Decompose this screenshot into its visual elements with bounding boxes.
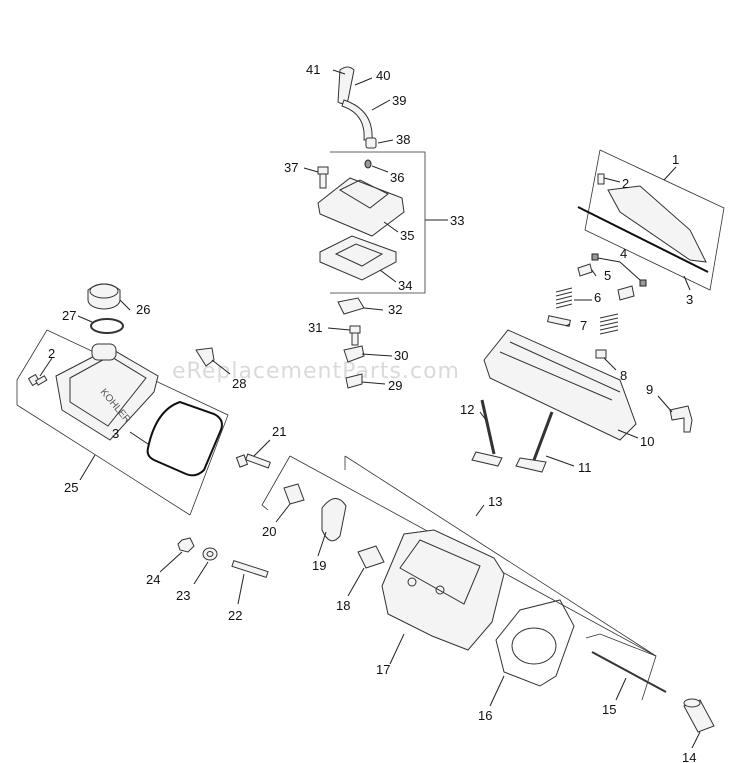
part-cover-bolt-right <box>597 173 621 185</box>
part-nut <box>159 537 195 573</box>
callout-15: 15 <box>602 702 616 717</box>
callout-31: 31 <box>308 320 322 335</box>
callout-1: 1 <box>672 152 679 167</box>
callout-34: 34 <box>398 278 412 293</box>
callout-23: 23 <box>176 588 190 603</box>
part-oil-fill-cap <box>77 283 131 334</box>
callout-27: 27 <box>62 308 76 323</box>
callout-2-right: 2 <box>622 176 629 191</box>
callout-14: 14 <box>682 750 696 763</box>
callout-6: 6 <box>594 290 601 305</box>
callout-16: 16 <box>478 708 492 723</box>
callout-29: 29 <box>388 378 402 393</box>
callout-5: 5 <box>604 268 611 283</box>
part-valve-cover: KOHLER <box>55 343 159 441</box>
callout-4: 4 <box>620 246 627 261</box>
part-lifting-bracket <box>657 395 693 433</box>
part-valve-caps <box>595 349 617 371</box>
callout-21: 21 <box>272 424 286 439</box>
callout-19: 19 <box>312 558 326 573</box>
valve-cover-right-bracket <box>584 149 725 291</box>
callout-25: 25 <box>64 480 78 495</box>
callout-39: 39 <box>392 93 406 108</box>
callout-41: 41 <box>306 62 320 77</box>
callout-26: 26 <box>136 302 150 317</box>
part-valve-seal <box>547 315 571 327</box>
callout-37: 37 <box>284 160 298 175</box>
leader-3-right <box>683 275 691 291</box>
part-valve-cover-right <box>577 185 709 273</box>
callout-13: 13 <box>488 494 502 509</box>
callout-30: 30 <box>394 348 408 363</box>
part-head-gasket <box>489 599 575 707</box>
part-plug <box>364 159 389 173</box>
callout-8: 8 <box>620 368 627 383</box>
part-valve-keepers <box>577 253 647 301</box>
callout-12: 12 <box>460 402 474 417</box>
breather-assembly-bracket <box>330 151 448 294</box>
part-head-bolt <box>235 439 271 469</box>
part-reed-screw <box>327 325 361 346</box>
watermark-text: eReplacementParts.com <box>172 359 460 384</box>
callout-10: 10 <box>640 434 654 449</box>
part-cover-bolt-left <box>27 357 53 387</box>
callout-3-right: 3 <box>686 292 693 307</box>
callout-7: 7 <box>580 318 587 333</box>
callout-35: 35 <box>400 228 414 243</box>
callout-18: 18 <box>336 598 350 613</box>
part-stud <box>231 559 269 605</box>
callout-33: 33 <box>450 213 464 228</box>
callout-28: 28 <box>232 376 246 391</box>
callout-38: 38 <box>396 132 410 147</box>
part-clip <box>195 347 231 375</box>
part-valve-springs <box>555 287 619 335</box>
callout-32: 32 <box>388 302 402 317</box>
part-breather-plate <box>319 235 397 283</box>
callout-17: 17 <box>376 662 390 677</box>
callout-9: 9 <box>646 382 653 397</box>
part-washer <box>193 547 218 585</box>
callout-22: 22 <box>228 608 242 623</box>
callout-11: 11 <box>578 460 592 475</box>
part-push-rod-guide <box>347 545 385 597</box>
part-retainers <box>343 345 393 389</box>
callout-20: 20 <box>262 524 276 539</box>
part-rocker-arm <box>317 498 347 557</box>
part-grommet <box>365 137 394 149</box>
part-valve-cover-gasket-left <box>129 400 223 477</box>
callout-2-left: 2 <box>48 346 55 361</box>
callout-labels: 1 2 2 3 3 4 5 6 7 8 9 10 11 12 13 14 15 … <box>48 62 696 763</box>
part-breather-hose <box>332 66 391 141</box>
callout-24: 24 <box>146 572 160 587</box>
part-breather-cover <box>317 177 405 237</box>
part-push-rods-bracket <box>585 633 667 701</box>
part-tappet <box>683 698 715 749</box>
part-cylinder-head <box>381 529 505 665</box>
part-rocker-pivot <box>275 483 305 523</box>
part-valves <box>471 399 575 473</box>
callout-40: 40 <box>376 68 390 83</box>
callout-3-left: 3 <box>112 426 119 441</box>
part-breather-screw <box>303 166 329 189</box>
part-cylinder-head-block <box>483 329 639 441</box>
callout-36: 36 <box>390 170 404 185</box>
part-reed <box>337 297 384 315</box>
